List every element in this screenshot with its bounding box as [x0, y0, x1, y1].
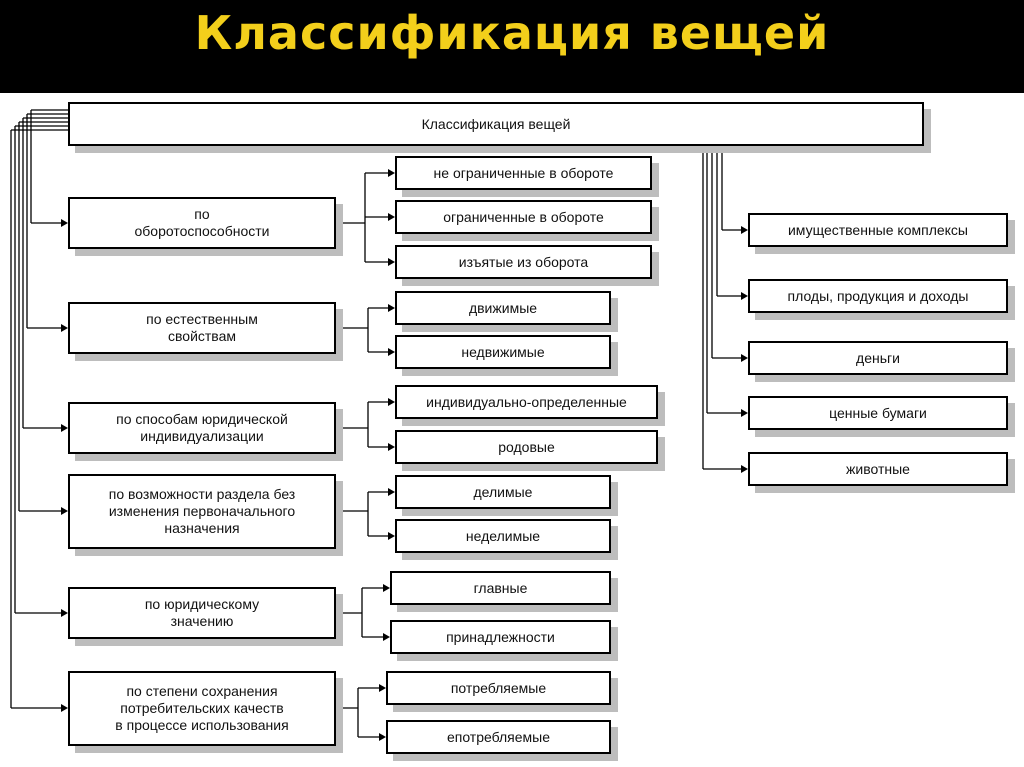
slide-title: Классификация вещей — [194, 6, 830, 60]
item-box-principal: главные — [390, 571, 611, 605]
arrow-head — [388, 532, 395, 540]
arrow-head — [61, 507, 68, 515]
arrow-head — [741, 354, 748, 362]
item-box-consumable: потребляемые — [386, 671, 611, 705]
group-box-turnover: по оборотоспособности — [68, 197, 336, 249]
arrow-head — [383, 633, 390, 641]
classification-diagram: Классификация вещей по оборотоспособност… — [0, 93, 1024, 767]
item-box-unrestricted: не ограниченные в обороте — [395, 156, 652, 190]
item-box-indivisible: неделимые — [395, 519, 611, 553]
arrow-head — [741, 409, 748, 417]
group-box-legal-individualization: по способам юридической индивидуализации — [68, 402, 336, 454]
special-box-property-complexes: имущественные комплексы — [748, 213, 1008, 247]
special-box-fruits-products-income: плоды, продукция и доходы — [748, 279, 1008, 313]
arrow-head — [379, 684, 386, 692]
special-box-money: деньги — [748, 341, 1008, 375]
item-box-movable: движимые — [395, 291, 611, 325]
group-box-consumer-qualities: по степени сохранения потребительских ка… — [68, 671, 336, 746]
arrow-head — [388, 258, 395, 266]
item-box-non-consumable: епотребляемые — [386, 720, 611, 754]
arrow-head — [388, 398, 395, 406]
arrow-head — [61, 219, 68, 227]
arrow-head — [388, 488, 395, 496]
arrow-head — [741, 465, 748, 473]
arrow-head — [61, 609, 68, 617]
item-box-individually-defined: индивидуально-определенные — [395, 385, 658, 419]
special-box-animals: животные — [748, 452, 1008, 486]
item-box-generic: родовые — [395, 430, 658, 464]
item-box-divisible: делимые — [395, 475, 611, 509]
arrow-head — [388, 348, 395, 356]
arrow-head — [61, 324, 68, 332]
arrow-head — [379, 733, 386, 741]
item-box-accessories: принадлежности — [390, 620, 611, 654]
group-box-divisibility: по возможности раздела без изменения пер… — [68, 474, 336, 549]
arrow-head — [388, 213, 395, 221]
connector-lines — [10, 109, 748, 741]
arrow-head — [61, 704, 68, 712]
group-box-natural-properties: по естественным свойствам — [68, 302, 336, 354]
group-box-legal-significance: по юридическому значению — [68, 587, 336, 639]
special-box-securities: ценные бумаги — [748, 396, 1008, 430]
arrow-head — [741, 292, 748, 300]
root-box: Классификация вещей — [68, 102, 924, 146]
arrow-head — [741, 226, 748, 234]
title-bar: Классификация вещей — [0, 0, 1024, 93]
arrow-head — [383, 584, 390, 592]
item-box-withdrawn: изъятые из оборота — [395, 245, 652, 279]
item-box-restricted: ограниченные в обороте — [395, 200, 652, 234]
arrow-head — [61, 424, 68, 432]
item-box-immovable: недвижимые — [395, 335, 611, 369]
arrow-head — [388, 304, 395, 312]
arrow-head — [388, 169, 395, 177]
arrow-head — [388, 443, 395, 451]
